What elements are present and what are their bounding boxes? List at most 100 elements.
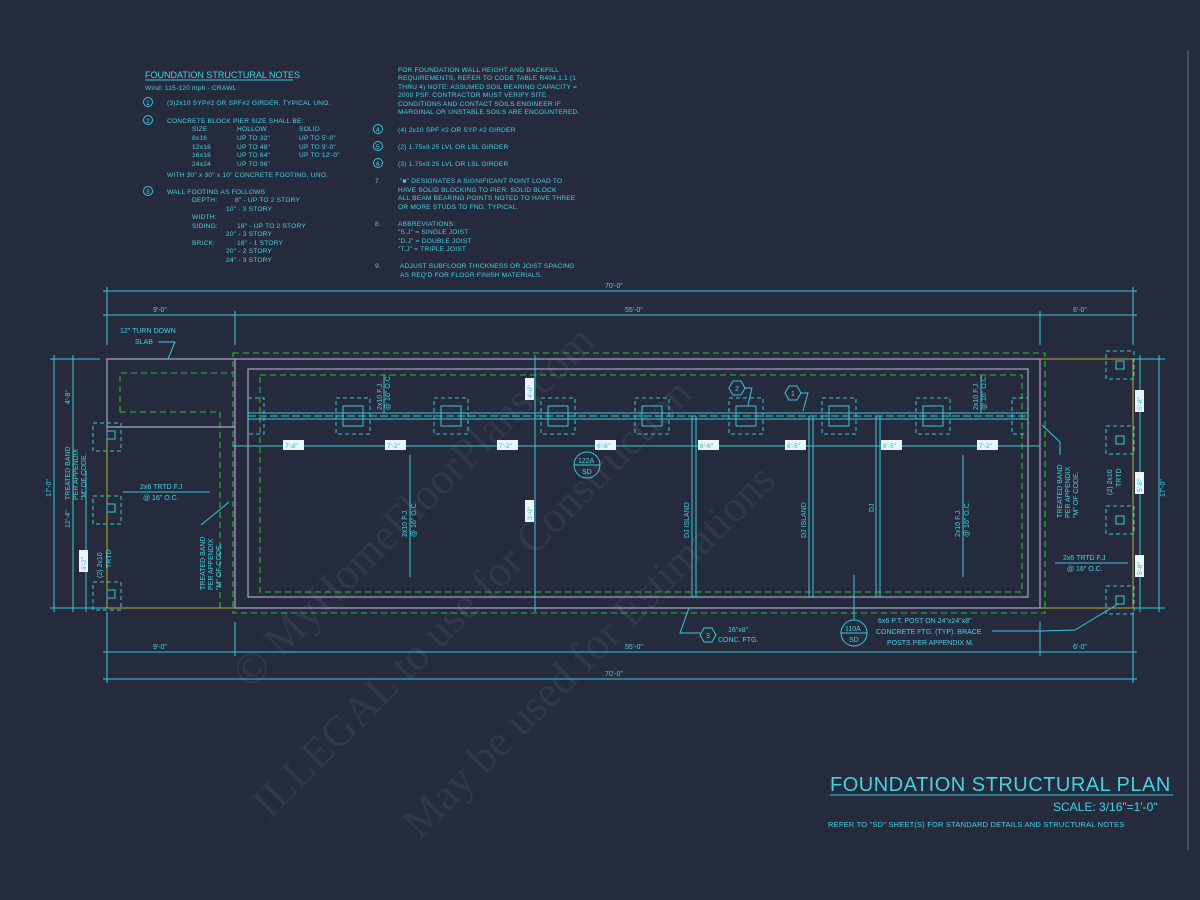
svg-text:FOR FOUNDATION WALL HEIGHT AND: FOR FOUNDATION WALL HEIGHT AND BACKFILL (398, 67, 559, 74)
foundation-notes-right: FOR FOUNDATION WALL HEIGHT AND BACKFILL … (373, 67, 580, 279)
svg-text:HAVE SOLID BLOCKING TO PIER.: HAVE SOLID BLOCKING TO PIER. SOLID BLOCK (398, 187, 557, 194)
svg-text:UP TO 9'-0": UP TO 9'-0" (299, 144, 336, 151)
svg-text:PER APPENDIX: PER APPENDIX (1065, 466, 1072, 518)
svg-text:TREATED BAND: TREATED BAND (200, 536, 207, 590)
trtd-joist-right: 2x6 TRTD F.J @ 16" O.C. (1055, 555, 1128, 573)
girder-beam (248, 412, 1028, 420)
top-dimensions: 70'-0" 9'-0" 55'-0" 6'-0" (103, 283, 1137, 345)
svg-text:7'-2": 7'-2" (979, 443, 993, 450)
post-footing-note: 6x6 P.T. POST ON 24"x24"x8" CONCRETE FTG… (876, 603, 1119, 647)
svg-text:3: 3 (146, 189, 150, 196)
svg-text:AS REQ'D FOR FLOOR FINISH MATE: AS REQ'D FOR FLOOR FINISH MATERIALS. (400, 272, 542, 279)
piers (92, 350, 1135, 615)
pier (728, 397, 764, 435)
svg-text:WALL FOOTING AS FOLLOWS: WALL FOOTING AS FOLLOWS (167, 189, 266, 196)
svg-text:BRICK:: BRICK: (192, 240, 215, 247)
svg-text:4'-8": 4'-8" (65, 390, 72, 404)
svg-text:9'-0": 9'-0" (153, 307, 167, 314)
svg-text:WITH 30" x 30" x 10" CONCRETE: WITH 30" x 30" x 10" CONCRETE FOOTING, U… (167, 172, 328, 179)
svg-text:9'-0": 9'-0" (153, 644, 167, 651)
svg-text:"S.J" = SINGLE JOIST: "S.J" = SINGLE JOIST (398, 229, 468, 236)
svg-text:REQUIREMENTS, REFER TO CODE TA: REQUIREMENTS, REFER TO CODE TABLE R404.1… (398, 75, 576, 82)
treated-band-left: TREATED BAND PER APPENDIX "M" OF CODE. (200, 501, 230, 590)
pier (1105, 425, 1135, 455)
treated-band-far-left: TREATED BAND PER APPENDIX "M" OF CODE. (65, 446, 88, 500)
scale-label: SCALE: 3/16"=1'-0" (1053, 800, 1158, 814)
svg-text:SLAB: SLAB (135, 339, 153, 346)
svg-text:55'-0": 55'-0" (625, 644, 643, 651)
pier (821, 397, 857, 435)
pier (1105, 585, 1135, 615)
svg-text:CONCRETE BLOCK PIER SIZE SHALL: CONCRETE BLOCK PIER SIZE SHALL BE: (167, 118, 304, 125)
svg-text:9.: 9. (375, 263, 381, 270)
svg-text:THRU 4) NOTE: ASSUMED SOIL BEA: THRU 4) NOTE: ASSUMED SOIL BEARING CAPAC… (398, 84, 577, 91)
svg-text:UP TO 48": UP TO 48" (237, 144, 271, 151)
svg-text:PER APPENDIX: PER APPENDIX (73, 448, 80, 500)
svg-text:MARGINAL OR UNSTABLE SOILS ARE: MARGINAL OR UNSTABLE SOILS ARE ENCOUNTER… (398, 109, 580, 116)
svg-text:16"x8": 16"x8" (728, 627, 749, 634)
detail-callout-110a: 110A SD (840, 575, 868, 647)
svg-text:UP TO 32": UP TO 32" (237, 135, 271, 142)
foundation-notes-left: FOUNDATION STRUCTURAL NOTES Wind: 115-12… (143, 70, 340, 264)
svg-text:2x10 F.J.: 2x10 F.J. (402, 509, 409, 537)
svg-text:6: 6 (376, 161, 380, 168)
svg-text:CONDITIONS AND CONTACT SOILS E: CONDITIONS AND CONTACT SOILS ENGINEER IF (398, 101, 561, 108)
svg-text:FOUNDATION STRUCTURAL NOTES: FOUNDATION STRUCTURAL NOTES (145, 70, 300, 80)
svg-text:122A: 122A (578, 458, 595, 465)
svg-text:UP TO 5'-0": UP TO 5'-0" (299, 135, 336, 142)
svg-text:@ 16" O.C.: @ 16" O.C. (143, 495, 179, 502)
svg-text:OR MORE STUDS TO FND, TYPICAL.: OR MORE STUDS TO FND, TYPICAL. (398, 204, 519, 211)
svg-text:@ 16" O.C.: @ 16" O.C. (981, 374, 988, 410)
svg-text:(2) 2x10: (2) 2x10 (1107, 469, 1114, 495)
svg-text:Wind: 115-120 mph - CRAWL: Wind: 115-120 mph - CRAWL (145, 85, 237, 92)
svg-text:"M" OF CODE.: "M" OF CODE. (216, 543, 223, 590)
svg-text:PER APPENDIX: PER APPENDIX (208, 538, 215, 590)
svg-text:70'-0": 70'-0" (605, 283, 623, 290)
svg-text:3: 3 (706, 633, 710, 640)
svg-text:(3) 1.75x9.25 LVL OR LSL GIRDE: (3) 1.75x9.25 LVL OR LSL GIRDER (398, 161, 508, 168)
svg-text:"M" OF CODE.: "M" OF CODE. (81, 453, 88, 500)
svg-text:(2) 2x10: (2) 2x10 (97, 552, 104, 578)
svg-text:4: 4 (376, 127, 380, 134)
svg-text:@ 16" O.C.: @ 16" O.C. (411, 501, 418, 537)
pier (92, 495, 122, 525)
svg-text:UP TO 96": UP TO 96" (237, 161, 271, 168)
treated-band-right: TREATED BAND PER APPENDIX "M" OF CODE. (1041, 424, 1080, 518)
svg-text:24" - 3 STORY: 24" - 3 STORY (226, 257, 273, 264)
svg-text:ADJUST SUBFLOOR THICKNESS OR J: ADJUST SUBFLOOR THICKNESS OR JOIST SPACI… (400, 263, 575, 270)
svg-text:55'-0": 55'-0" (625, 307, 643, 314)
svg-text:SD: SD (849, 637, 859, 644)
pier (1011, 397, 1029, 435)
svg-text:POSTS PER APPENDIX M.: POSTS PER APPENDIX M. (887, 640, 974, 647)
svg-text:TREATED BAND: TREATED BAND (65, 446, 72, 500)
svg-text:6'-0": 6'-0" (1073, 307, 1087, 314)
svg-text:2x6 TRTD F.J: 2x6 TRTD F.J (140, 484, 183, 491)
svg-text:2000 PSF. CONTRACTOR MUST VERI: 2000 PSF. CONTRACTOR MUST VERIFY SITE (398, 92, 547, 99)
pier (433, 397, 469, 435)
svg-text:DJ ISLAND: DJ ISLAND (684, 502, 691, 538)
svg-text:@ 16" O.C.: @ 16" O.C. (385, 374, 392, 410)
trtd-joist-left: 2x6 TRTD F.J @ 16" O.C. (123, 484, 210, 502)
pier (1105, 505, 1135, 535)
svg-text:10" - 3 STORY: 10" - 3 STORY (226, 206, 273, 213)
svg-text:1: 1 (791, 391, 795, 398)
svg-text:"M" OF CODE.: "M" OF CODE. (1073, 471, 1080, 518)
svg-text:12'-4": 12'-4" (65, 510, 72, 528)
floor-joist-labels: 2x10 F.J. @ 16" O.C. 2x10 F.J. @ 16" O.C… (377, 374, 988, 577)
svg-text:6'-5": 6'-5" (883, 443, 897, 450)
svg-text:16" - UP TO 2 STORY: 16" - UP TO 2 STORY (237, 223, 306, 230)
svg-text:UP TO 64": UP TO 64" (237, 152, 271, 159)
svg-text:@ 16" O.C.: @ 16" O.C. (1067, 566, 1103, 573)
svg-text:SIDING:: SIDING: (192, 223, 218, 230)
svg-text:110A: 110A (845, 626, 861, 633)
title-block: FOUNDATION STRUCTURAL PLAN SCALE: 3/16"=… (828, 774, 1173, 829)
svg-text:2x10 F.J.: 2x10 F.J. (955, 509, 962, 537)
svg-text:HOLLOW: HOLLOW (237, 126, 267, 133)
svg-text:5'-8": 5'-8" (1137, 561, 1144, 575)
pier (915, 397, 951, 435)
girder-trtd-left: (2) 2x10 TRTD (97, 549, 113, 578)
svg-text:6'-6": 6'-6" (700, 443, 714, 450)
svg-text:6'-0": 6'-0" (1073, 644, 1087, 651)
